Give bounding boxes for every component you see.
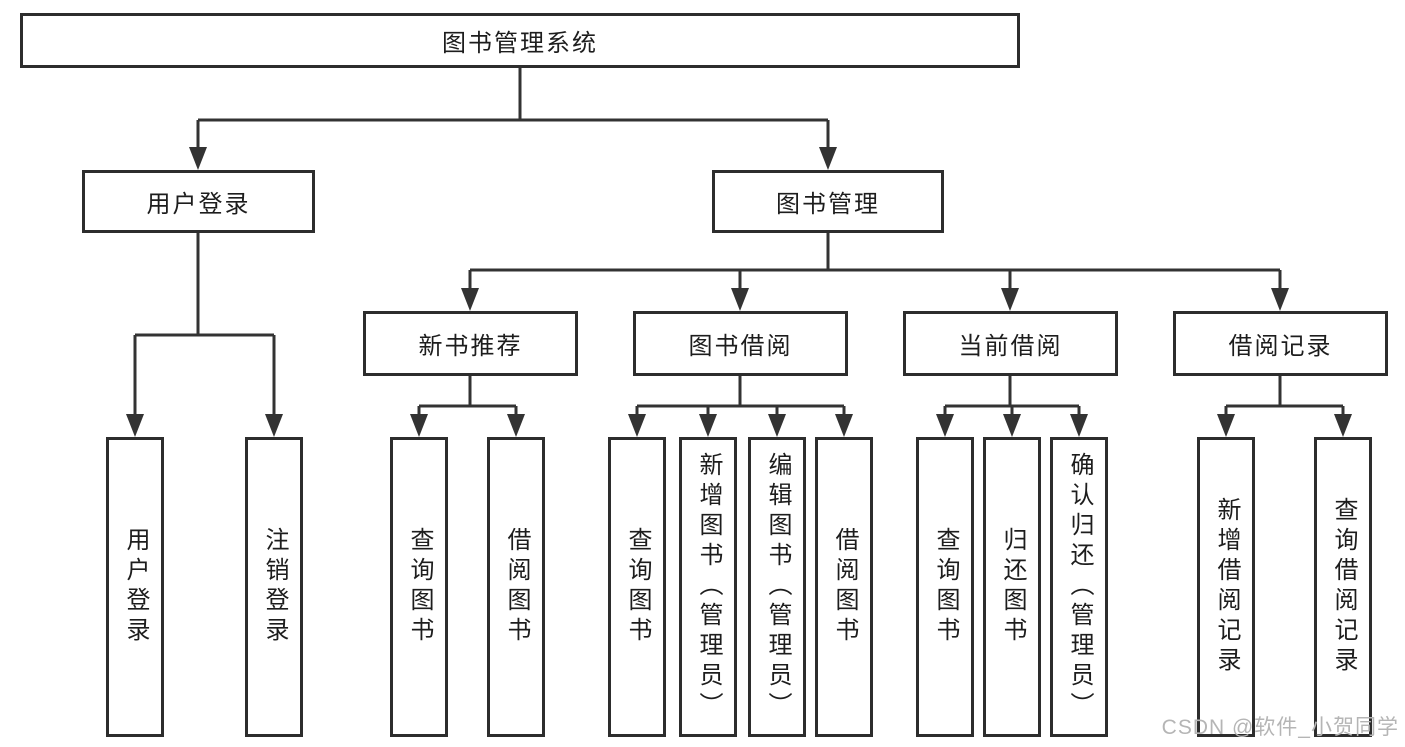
connector-root-to-level2 bbox=[189, 68, 837, 170]
leaf-add-books-admin: 新增图书（管理员） bbox=[679, 437, 737, 737]
node-book-borrow: 图书借阅 bbox=[633, 311, 848, 376]
leaf-query-books-2: 查询图书 bbox=[608, 437, 666, 737]
leaf-query-books-3: 查询图书 bbox=[916, 437, 974, 737]
connector-user-login-split bbox=[126, 233, 283, 437]
node-book-management: 图书管理 bbox=[712, 170, 944, 233]
leaf-edit-books-admin: 编辑图书（管理员） bbox=[748, 437, 806, 737]
leaf-add-borrow-record: 新增借阅记录 bbox=[1197, 437, 1255, 737]
connector-book-borrow-split bbox=[628, 376, 853, 437]
leaf-logout: 注销登录 bbox=[245, 437, 303, 737]
leaf-query-books-1: 查询图书 bbox=[390, 437, 448, 737]
leaf-query-borrow-record: 查询借阅记录 bbox=[1314, 437, 1372, 737]
node-current-borrow: 当前借阅 bbox=[903, 311, 1118, 376]
connector-current-borrow-split bbox=[936, 376, 1088, 437]
node-borrow-record: 借阅记录 bbox=[1173, 311, 1388, 376]
leaf-confirm-return-admin: 确认归还（管理员） bbox=[1050, 437, 1108, 737]
node-root: 图书管理系统 bbox=[20, 13, 1020, 68]
leaf-borrow-books-2: 借阅图书 bbox=[815, 437, 873, 737]
leaf-borrow-books-1: 借阅图书 bbox=[487, 437, 545, 737]
leaf-user-login: 用户登录 bbox=[106, 437, 164, 737]
watermark: CSDN @软件_小贺同学 bbox=[1161, 716, 1399, 739]
leaf-return-books: 归还图书 bbox=[983, 437, 1041, 737]
connector-book-mgmt-split bbox=[461, 233, 1289, 311]
connector-borrow-record-split bbox=[1217, 376, 1352, 437]
connector-new-book-rec-split bbox=[410, 376, 525, 437]
node-user-login: 用户登录 bbox=[82, 170, 315, 233]
node-new-book-recommend: 新书推荐 bbox=[363, 311, 578, 376]
